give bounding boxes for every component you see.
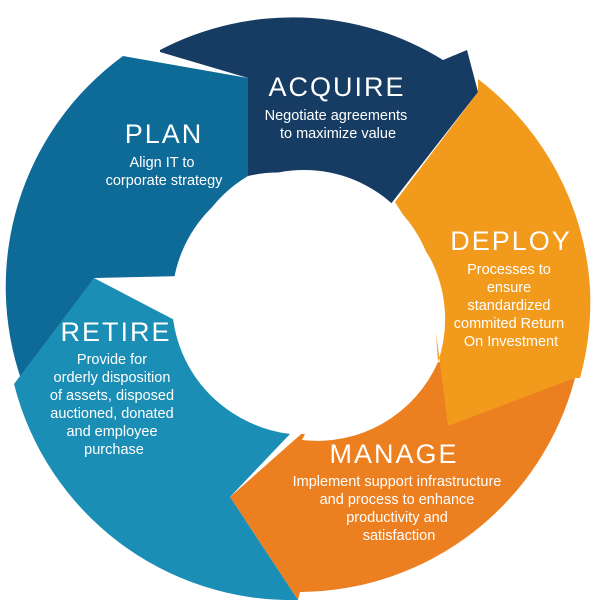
deploy-description: Processes to ensure standardized commite…: [454, 262, 568, 350]
manage-description-line: satisfaction: [363, 528, 436, 544]
deploy-segment: [395, 79, 591, 426]
retire-title: RETIRE: [60, 317, 171, 347]
deploy-description-line: ensure: [487, 280, 531, 296]
retire-description-line: and employee: [66, 424, 157, 440]
manage-title: MANAGE: [329, 439, 458, 469]
plan-description-line: Align IT to: [129, 155, 194, 171]
retire-description: Provide for orderly disposition of asset…: [50, 352, 178, 458]
acquire-title: ACQUIRE: [268, 72, 405, 102]
retire-description-line: of assets, disposed: [50, 388, 174, 404]
acquire-description-line: to maximize value: [280, 126, 396, 142]
deploy-description-line: commited Return: [454, 316, 564, 332]
deploy-title: DEPLOY: [450, 226, 572, 256]
deploy-description-line: Processes to: [467, 262, 551, 278]
deploy-description-line: standardized: [467, 298, 550, 314]
plan-segment: [5, 56, 248, 382]
retire-segment: [14, 278, 298, 600]
deploy-description-line: On Investment: [464, 334, 558, 350]
acquire-segment: [160, 17, 478, 206]
plan-description-line: corporate strategy: [106, 173, 224, 189]
manage-description-line: and process to enhance: [320, 492, 475, 508]
retire-description-line: auctioned, donated: [50, 406, 173, 422]
center-hole: [172, 170, 436, 434]
plan-title: PLAN: [125, 119, 204, 149]
acquire-description-line: Negotiate agreements: [265, 108, 408, 124]
manage-description: Implement support infrastructure and pro…: [293, 474, 506, 544]
manage-description-line: productivity and: [346, 510, 448, 526]
manage-description-line: Implement support infrastructure: [293, 474, 502, 490]
retire-description-line: Provide for: [77, 352, 147, 368]
acquire-description: Negotiate agreements to maximize value: [265, 108, 412, 142]
plan-description: Align IT to corporate strategy: [106, 155, 224, 189]
retire-description-line: orderly disposition: [54, 370, 171, 386]
retire-description-line: purchase: [84, 442, 144, 458]
manage-segment: [230, 362, 575, 600]
